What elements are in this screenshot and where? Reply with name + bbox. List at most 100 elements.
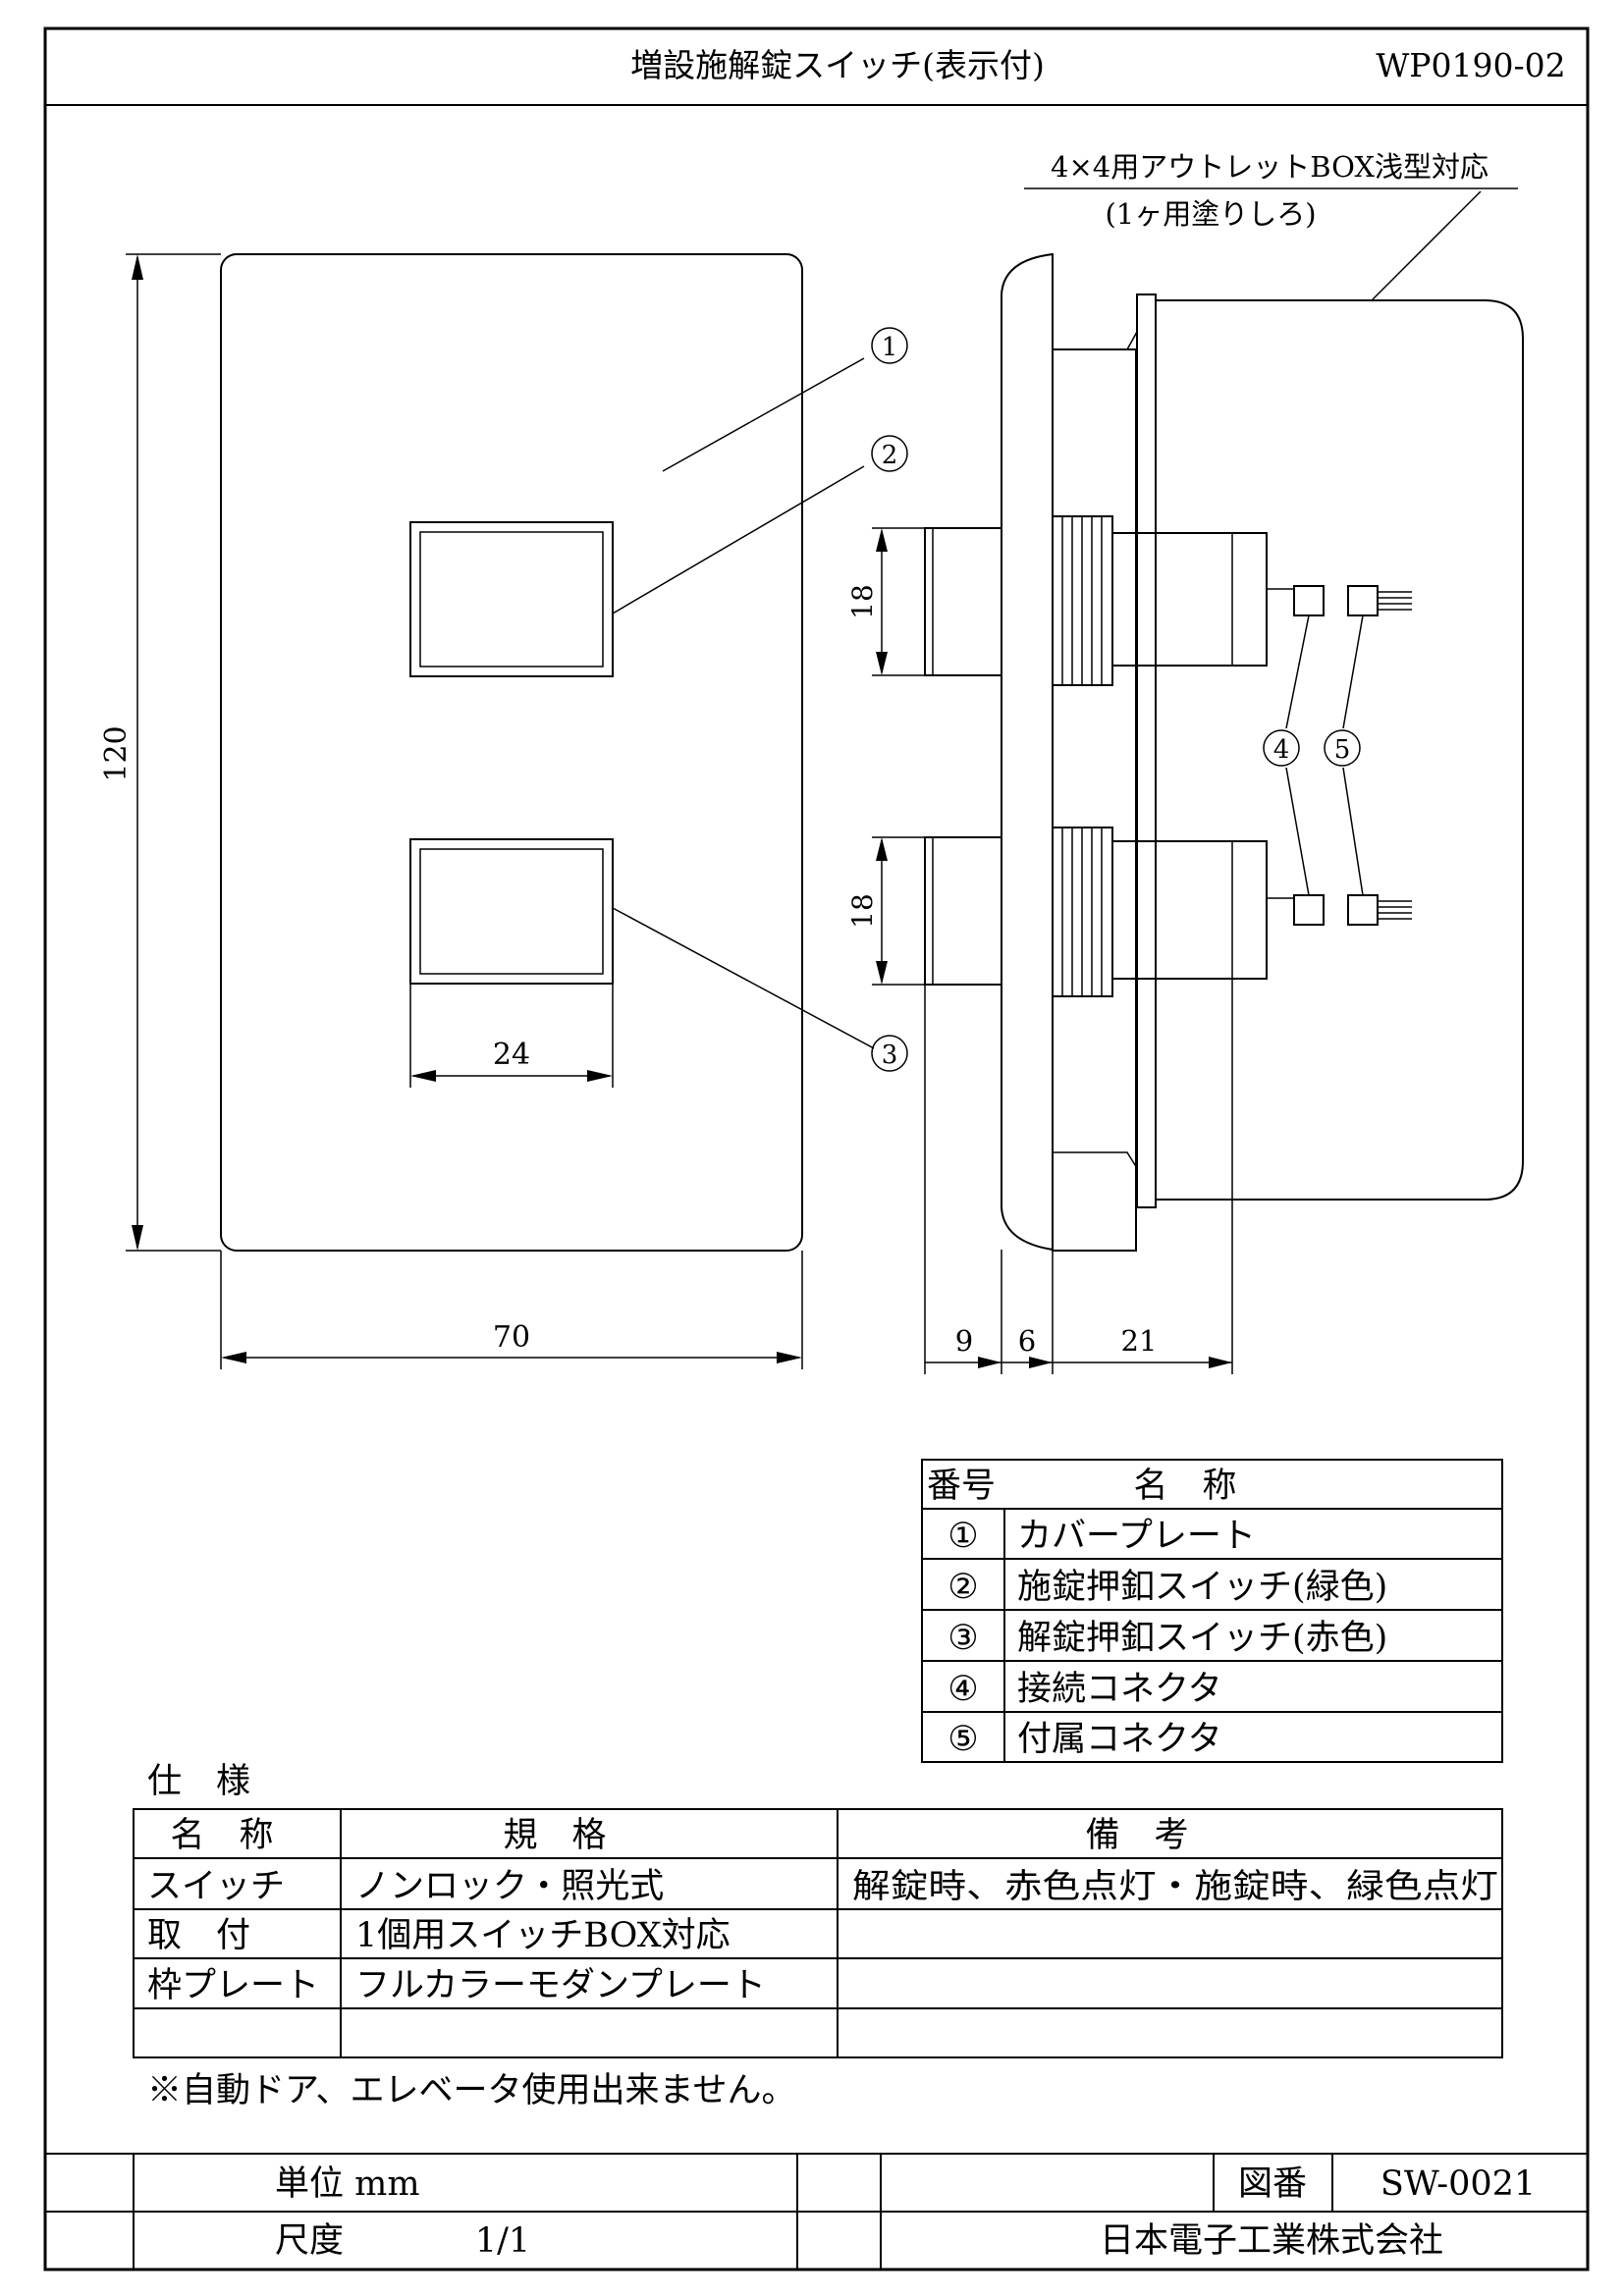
- parts-row-no: ③: [947, 1619, 978, 1658]
- arrow-icon: [876, 837, 888, 861]
- front-view: 120 70 24 1 2 3: [99, 253, 908, 1369]
- arrow-icon: [876, 961, 888, 985]
- connector-4-top: [1293, 585, 1325, 616]
- side-view: 4×4用アウトレットBOX浅型対応 (1ヶ用塗りしろ): [846, 150, 1524, 1374]
- switch-window-bottom-inner: [419, 848, 604, 975]
- parts-row-no: ⑤: [947, 1720, 978, 1759]
- parts-row-name: 付属コネクタ: [1017, 1720, 1222, 1759]
- parts-row-no: ①: [947, 1517, 978, 1556]
- parts-row-name: 解錠押釦スイッチ(赤色): [1017, 1619, 1387, 1658]
- spec-cell: ノンロック・照光式: [355, 1867, 664, 1906]
- switch-bottom-button: [924, 836, 1002, 986]
- spec-cell: 解錠時、赤色点灯・施錠時、緑色点灯: [852, 1867, 1498, 1906]
- dim-depth-front-label: 9: [955, 1324, 973, 1358]
- dim-18a-label: 18: [846, 584, 879, 619]
- leader-1: [662, 357, 865, 472]
- doc-code: WP0190-02: [1376, 46, 1565, 84]
- switch-window-top: [409, 521, 614, 677]
- switch-window-top-inner: [419, 531, 604, 667]
- drawing-no-label: 図番: [1238, 2164, 1307, 2204]
- callout-4: 4: [1273, 735, 1290, 765]
- spec-cell: 1個用スイッチBOX対応: [355, 1916, 731, 1955]
- arrow-icon: [132, 254, 143, 280]
- sheet-border: [43, 27, 1590, 2271]
- dim-depth-body-label: 21: [1121, 1324, 1158, 1358]
- leader-4-bottom: [1285, 767, 1310, 896]
- parts-row-no: ④: [947, 1670, 978, 1709]
- scale-label: 尺度: [275, 2221, 344, 2261]
- outlet-note-line1: 4×4用アウトレットBOX浅型対応: [1051, 150, 1489, 184]
- callout-3-circle: [871, 1035, 908, 1072]
- outlet-note-line2: (1ヶ用塗りしろ): [1105, 197, 1316, 231]
- drawing-title: 増設施解錠スイッチ(表示付): [630, 46, 1045, 84]
- title-block: 単位 mm 尺度 1/1 図番 SW-0021 日本電子工業株式会社: [45, 2153, 1588, 2269]
- mounting-flange: [1136, 294, 1157, 1208]
- scale-value: 1/1: [475, 2221, 530, 2261]
- switch-bottom-body: [1052, 827, 1295, 997]
- leader-3: [612, 907, 875, 1049]
- callout-5-circle: [1324, 729, 1361, 767]
- dim-window-label: 24: [493, 1038, 530, 1072]
- arrow-icon: [876, 652, 888, 675]
- parts-header-no: 番号: [927, 1467, 996, 1506]
- spec-cell: 枠プレート: [147, 1966, 319, 2005]
- switch-top-button: [924, 527, 1002, 676]
- company-name: 日本電子工業株式会社: [1100, 2221, 1443, 2261]
- arrow-icon: [410, 1070, 436, 1082]
- outlet-note-leader: [1372, 190, 1482, 300]
- parts-row-no: ②: [947, 1568, 978, 1607]
- parts-row-name: 施錠押釦スイッチ(緑色): [1017, 1568, 1387, 1607]
- parts-row-name: カバープレート: [1017, 1517, 1256, 1556]
- base-step-top: [1053, 294, 1138, 350]
- wire-bottom: [1378, 900, 1412, 920]
- connector-4-bottom: [1293, 894, 1325, 926]
- arrow-icon: [876, 528, 888, 552]
- callout-1-circle: [871, 327, 908, 364]
- spec-cell: フルカラーモダンプレート: [355, 1966, 766, 2005]
- cover-plate-outline: [220, 253, 803, 1252]
- callout-1: 1: [882, 333, 898, 362]
- callout-4-circle: [1263, 729, 1300, 767]
- drawing-no: SW-0021: [1380, 2164, 1536, 2204]
- parts-header-name: 名 称: [1133, 1467, 1236, 1506]
- outlet-box: [1156, 299, 1524, 1201]
- base-step-bottom: [1053, 1151, 1138, 1207]
- callout-3: 3: [882, 1041, 898, 1070]
- leader-2: [612, 465, 865, 614]
- mounting-base: [1052, 348, 1137, 1252]
- parts-table: 番号 名 称 ① カバープレート ② 施錠押釦スイッチ(緑色) ③ 解錠押釦スイ…: [921, 1459, 1503, 1763]
- switch-window-bottom: [409, 838, 614, 985]
- arrow-icon: [978, 1357, 1001, 1368]
- plate-profile: [1001, 252, 1054, 1252]
- callout-2: 2: [882, 441, 898, 470]
- arrow-icon: [221, 1352, 246, 1363]
- dim-18b-label: 18: [846, 893, 879, 929]
- arrow-icon: [777, 1352, 802, 1363]
- spec-note: ※自動ドア、エレベータ使用出来ません。: [147, 2071, 795, 2110]
- leader-4-top: [1285, 614, 1310, 729]
- spec-header-remarks: 備 考: [1085, 1816, 1188, 1855]
- arrow-icon: [1209, 1357, 1232, 1368]
- spec-header-name: 名 称: [170, 1816, 273, 1855]
- arrow-icon: [1029, 1357, 1053, 1368]
- parts-row-name: 接続コネクタ: [1017, 1670, 1222, 1709]
- dim-width-label: 70: [493, 1320, 530, 1355]
- leader-5-bottom: [1342, 767, 1364, 896]
- arrow-icon: [587, 1070, 613, 1082]
- connector-5-top: [1347, 585, 1379, 616]
- callout-5: 5: [1334, 735, 1351, 765]
- arrow-icon: [132, 1225, 143, 1251]
- dim-depth-plate-label: 6: [1018, 1324, 1036, 1358]
- dim-height-label: 120: [99, 725, 134, 781]
- spec-cell: スイッチ: [147, 1867, 285, 1906]
- spec-heading: 仕 様: [147, 1762, 250, 1801]
- leader-5-top: [1342, 614, 1364, 729]
- connector-5-bottom: [1347, 894, 1379, 926]
- wire-top: [1378, 591, 1412, 611]
- switch-top-body: [1052, 515, 1295, 686]
- spec-cell: 取 付: [147, 1916, 250, 1955]
- spec-header-standard: 規 格: [503, 1816, 606, 1855]
- callout-2-circle: [871, 435, 908, 472]
- unit-label: 単位 mm: [275, 2164, 420, 2204]
